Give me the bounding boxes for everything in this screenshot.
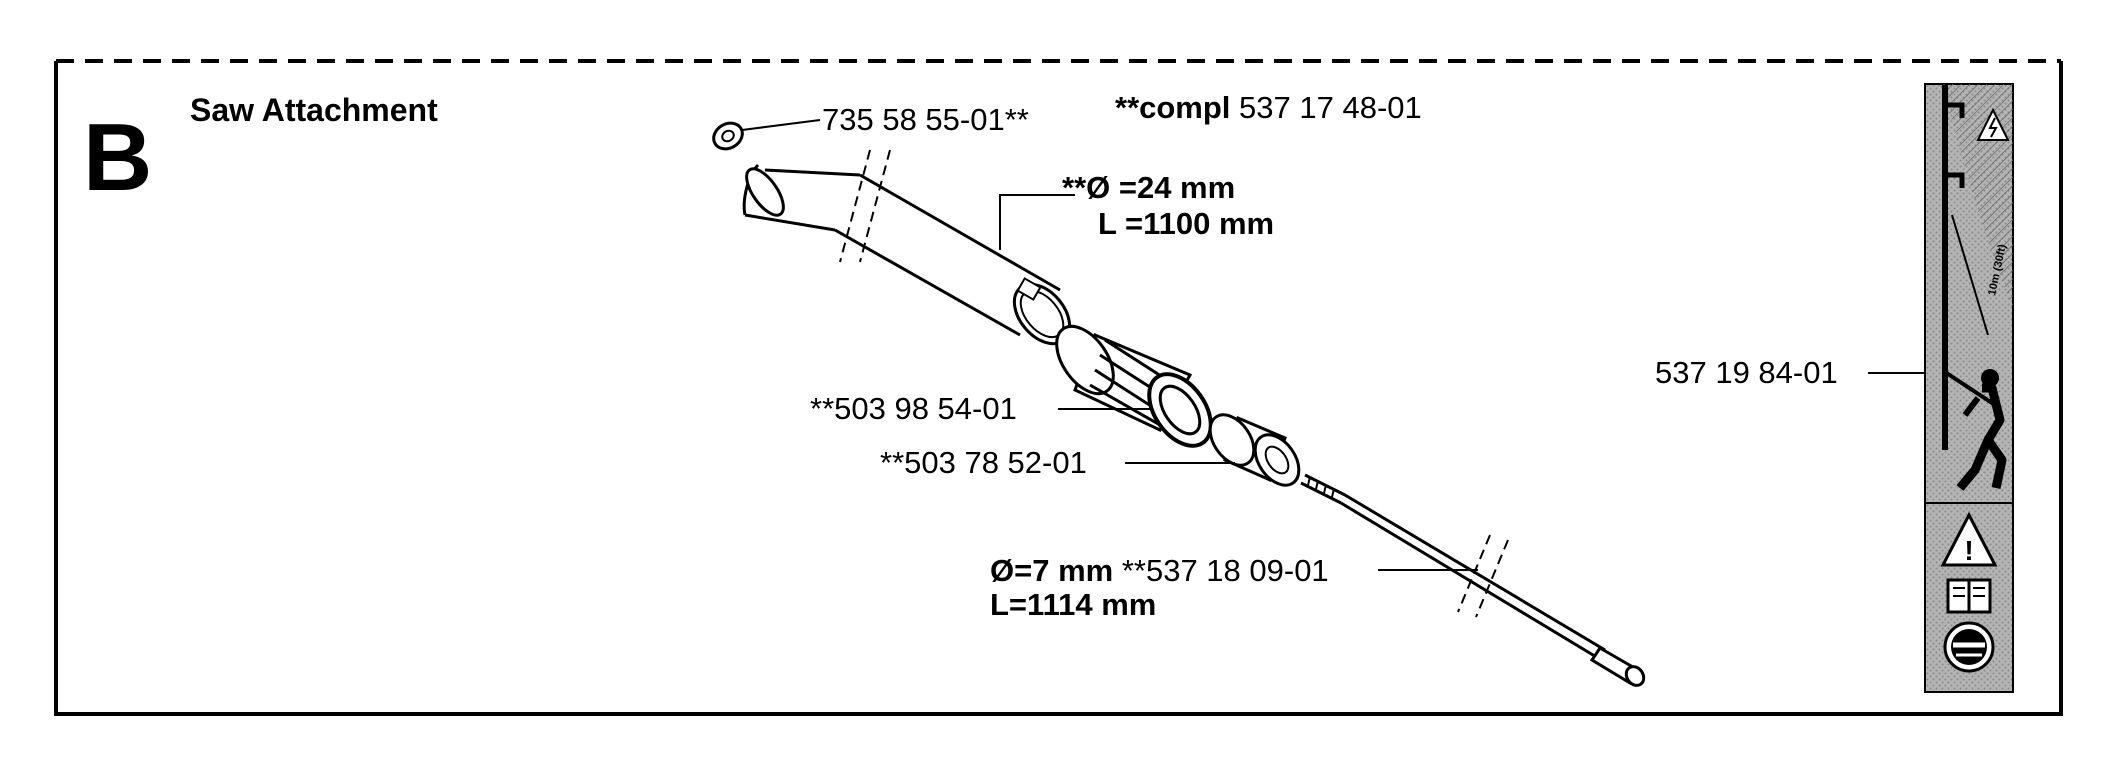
bushing-part-number: **503 98 54-01: [810, 391, 1017, 426]
shaft-length: L=1114 mm: [990, 587, 1157, 622]
safety-decal: 10m (30ft) !: [1924, 83, 2014, 693]
kit-label: **compl 537 17 48-01: [1115, 92, 1422, 123]
kit-prefix: **compl: [1115, 90, 1231, 125]
washer-part-number: 735 58 55-01**: [822, 102, 1029, 137]
tube-leader: [999, 194, 1075, 250]
coupling-part: [1208, 413, 1301, 487]
section-letter: B: [83, 104, 153, 211]
section-title: Saw Attachment: [190, 92, 438, 128]
coupling-part-number: **503 78 52-01: [880, 445, 1087, 480]
manual-book-icon: [1946, 578, 1992, 614]
operator-figure-icon: [1943, 369, 2007, 491]
shaft-part: [1300, 473, 1646, 687]
bushing-part: [1055, 324, 1213, 448]
lightning-warning-icon: [1976, 107, 2010, 141]
tube-diameter: **Ø =24 mm: [1062, 170, 1236, 205]
washer-part: [712, 121, 744, 151]
decal-part-number: 537 19 84-01: [1655, 355, 1838, 390]
tube-part: [742, 149, 1072, 346]
shaft-label: Ø=7 mm **537 18 09-01: [990, 555, 1329, 586]
shaft-part-number: **537 18 09-01: [1121, 553, 1329, 588]
shaft-diameter: Ø=7 mm: [990, 553, 1114, 588]
protective-gear-icon: [1943, 621, 1995, 673]
warning-triangle-icon: !: [1940, 511, 1998, 567]
section-border: [54, 59, 2063, 716]
kit-number: 537 17 48-01: [1239, 90, 1422, 125]
tube-length: L =1100 mm: [1098, 206, 1275, 241]
svg-text:!: !: [1964, 535, 1973, 566]
washer-leader: [741, 119, 821, 131]
